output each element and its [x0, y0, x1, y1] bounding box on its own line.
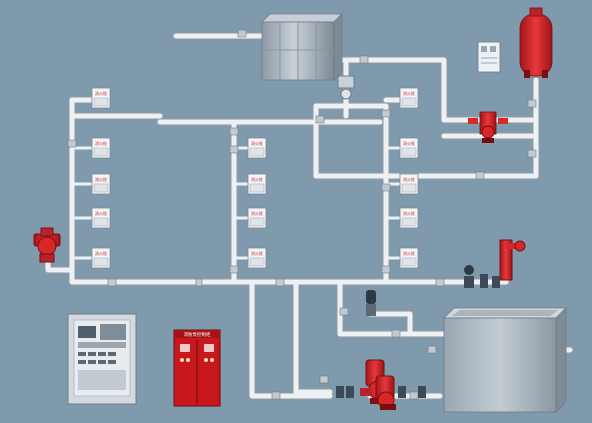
hydrant-box-label: 消火栓	[95, 176, 107, 182]
hydrant-box-label: 消火栓	[95, 210, 107, 216]
fire-department-connection	[33, 227, 61, 263]
pipe-fittings	[67, 29, 537, 400]
hydrant-box: 消火栓	[247, 247, 267, 269]
fire-alarm-control-panel	[67, 313, 137, 405]
hydrant-box-label: 消火栓	[251, 140, 263, 146]
pressure-tank	[519, 7, 553, 78]
fire-pump-2	[375, 375, 396, 410]
hydrant-box: 消火栓	[399, 207, 419, 229]
hydrant-box: 消火栓	[399, 247, 419, 269]
hydrant-box-group: 消火栓消火栓消火栓消火栓消火栓消火栓消火栓消火栓消火栓消火栓消火栓消火栓消火栓消…	[91, 87, 419, 269]
hydrant-box-label: 消火栓	[251, 210, 263, 216]
hydrant-box-label: 消火栓	[95, 250, 107, 256]
check-valve	[337, 75, 355, 100]
hydrant-box: 消火栓	[91, 87, 111, 109]
hydrant-box-label: 消火栓	[403, 176, 415, 182]
pump-control-cabinet	[173, 329, 221, 407]
hydrant-box-label: 消火栓	[251, 250, 263, 256]
hydrant-box: 消火栓	[399, 87, 419, 109]
hydrant-box-label: 消火栓	[95, 140, 107, 146]
hydrant-box: 消火栓	[399, 137, 419, 159]
booster-pump	[468, 111, 508, 143]
hydrant-box: 消火栓	[91, 247, 111, 269]
hydrant-box-label: 消火栓	[403, 210, 415, 216]
pressure-control-box	[477, 41, 501, 73]
fire-water-pool	[443, 307, 567, 413]
hydrant-box: 消火栓	[247, 207, 267, 229]
hydrant-box-label: 消火栓	[95, 90, 107, 96]
hydrant-box: 消火栓	[91, 137, 111, 159]
hydrant-box: 消火栓	[91, 207, 111, 229]
gate-valve-set	[464, 265, 500, 288]
pump-valves	[336, 386, 426, 398]
hydrant-box: 消火栓	[247, 173, 267, 195]
roof-water-tank	[261, 13, 343, 81]
alarm-valve	[366, 290, 376, 316]
hydrant-box: 消火栓	[399, 173, 419, 195]
hydrant-box-label: 消火栓	[403, 90, 415, 96]
hydrant-box: 消火栓	[91, 173, 111, 195]
test-hydrant	[499, 239, 526, 281]
hydrant-box: 消火栓	[247, 137, 267, 159]
hydrant-box-label: 消火栓	[403, 140, 415, 146]
pump-cabinet-label: 消防泵控制柜	[184, 331, 211, 338]
hydrant-box-label: 消火栓	[403, 250, 415, 256]
hydrant-box-label: 消火栓	[251, 176, 263, 182]
